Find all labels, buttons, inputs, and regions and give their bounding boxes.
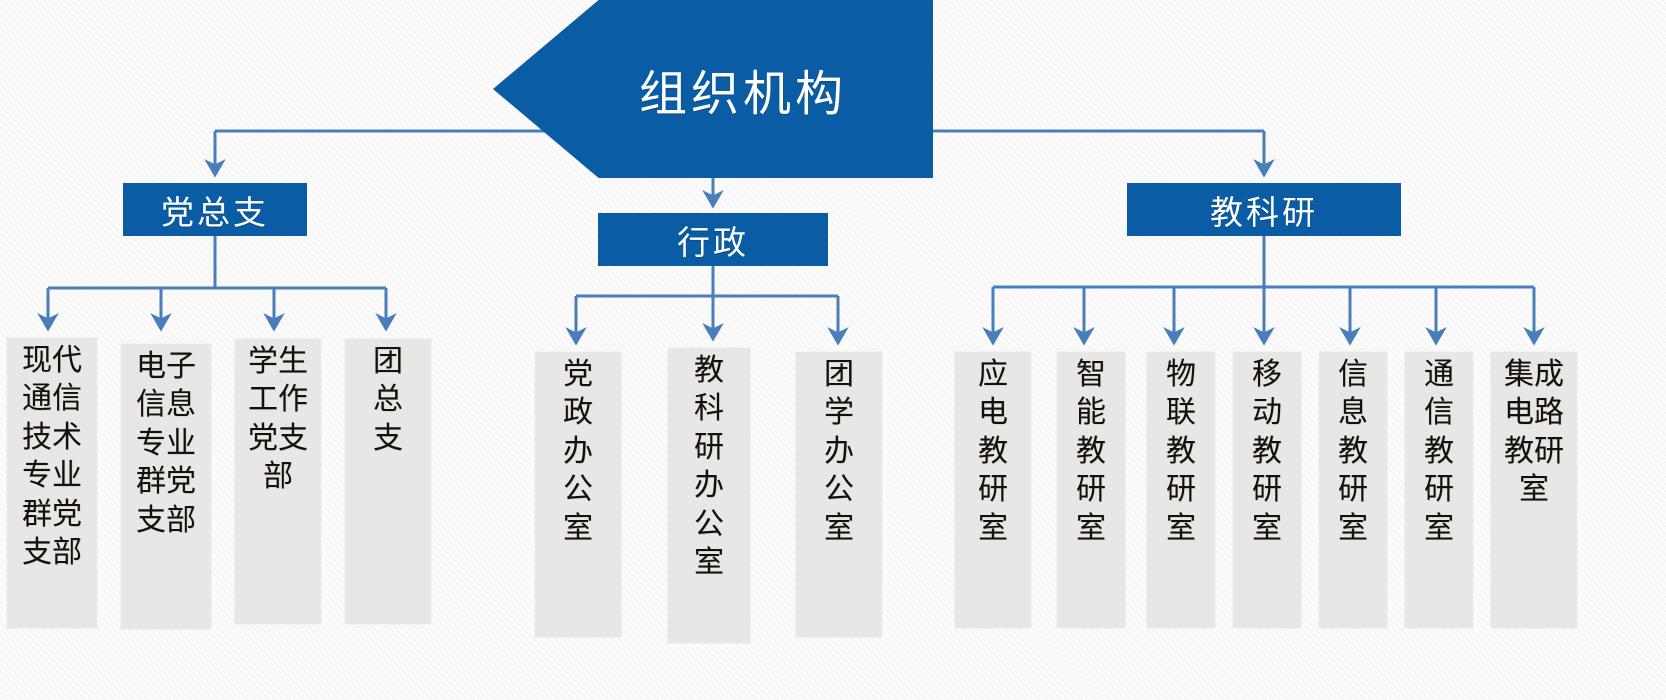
node-leaf-yidong-teaching-office[interactable]: 移动教研室 [1232, 351, 1302, 629]
node-leaf-party-admin-office[interactable]: 党政办公室 [534, 351, 622, 638]
node-root-label: 组织机构 [638, 68, 847, 121]
node-leaf-yingdian-teaching-office-label: 应电教研室 [978, 358, 1008, 545]
node-leaf-wulian-teaching-office[interactable]: 物联教研室 [1146, 351, 1216, 629]
node-leaf-elec-info-label: 电子信息专业群党支部 [136, 350, 196, 537]
node-leaf-modern-comm[interactable]: 现代通信技术专业群党支部 [6, 337, 98, 629]
node-leaf-jicheng-teaching-office-label: 集成电路教研室 [1504, 358, 1564, 507]
node-leaf-student-work-label: 学生工作党支部 [248, 345, 308, 494]
node-leaf-youth-branch-label: 团总支 [373, 345, 403, 455]
node-leaf-wulian-teaching-office-label: 物联教研室 [1166, 358, 1196, 545]
node-leaf-tongxin-teaching-office-label: 通信教研室 [1424, 358, 1454, 545]
node-leaf-youth-branch[interactable]: 团总支 [344, 338, 432, 625]
node-leaf-elec-info[interactable]: 电子信息专业群党支部 [120, 343, 212, 630]
node-branch-admin-label: 行政 [677, 223, 749, 261]
node-leaf-youth-affairs-office-label: 团学办公室 [824, 358, 854, 545]
node-leaf-student-work[interactable]: 学生工作党支部 [234, 338, 322, 625]
node-leaf-jicheng-teaching-office[interactable]: 集成电路教研室 [1490, 351, 1578, 629]
node-branch-teach[interactable]: 教科研 [1127, 183, 1401, 236]
node-leaf-zhineng-teaching-office[interactable]: 智能教研室 [1056, 351, 1126, 629]
node-branch-party[interactable]: 党总支 [123, 183, 307, 236]
node-leaf-teach-research-office-label: 教科研办公室 [694, 354, 724, 579]
node-branch-party-label: 党总支 [161, 193, 269, 231]
node-leaf-tongxin-teaching-office[interactable]: 通信教研室 [1404, 351, 1474, 629]
node-root[interactable]: 组织机构 [493, 0, 933, 178]
node-leaf-teach-research-office[interactable]: 教科研办公室 [667, 347, 751, 644]
node-leaf-youth-affairs-office[interactable]: 团学办公室 [795, 351, 883, 638]
node-leaf-party-admin-office-label: 党政办公室 [563, 358, 593, 545]
node-leaf-modern-comm-label: 现代通信技术专业群党支部 [22, 344, 82, 569]
node-leaf-yingdian-teaching-office[interactable]: 应电教研室 [954, 351, 1032, 629]
node-leaf-yidong-teaching-office-label: 移动教研室 [1252, 358, 1282, 545]
node-branch-admin[interactable]: 行政 [598, 213, 828, 266]
node-leaf-zhineng-teaching-office-label: 智能教研室 [1076, 358, 1106, 545]
node-leaf-xinxi-teaching-office[interactable]: 信息教研室 [1318, 351, 1388, 629]
node-leaf-xinxi-teaching-office-label: 信息教研室 [1338, 358, 1368, 545]
node-branch-teach-label: 教科研 [1210, 193, 1318, 231]
